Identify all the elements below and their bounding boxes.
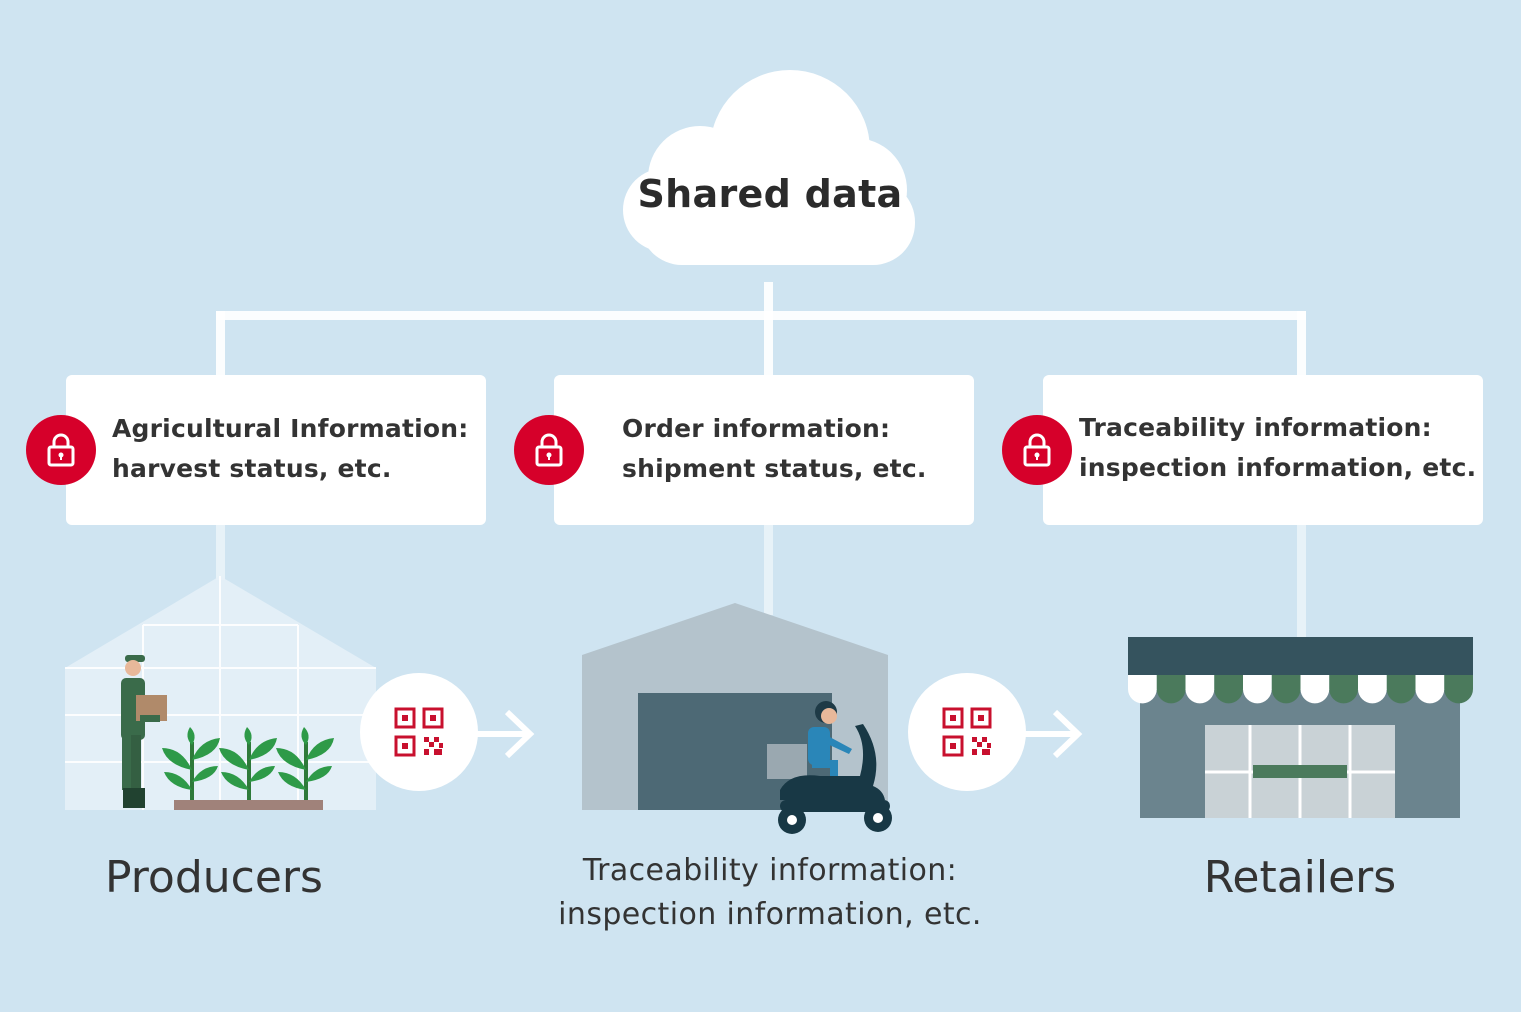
retailers-label: Retailers: [1203, 852, 1397, 903]
lock-icon: [26, 415, 96, 485]
scooter-icon: [767, 701, 892, 834]
plant-icons: [162, 727, 334, 800]
qr-code-icon: [360, 673, 478, 791]
lock-icon: [1002, 415, 1072, 485]
card-agricultural-line2: harvest status, etc.: [112, 454, 392, 483]
card-traceability-line1: Traceability information:: [1079, 413, 1432, 442]
farmer-icon: [121, 655, 167, 808]
cloud-icon: [623, 70, 915, 265]
awning-scallops: [1127, 675, 1473, 704]
arrow-right-icon: [1018, 709, 1083, 759]
qr-code-icon: [908, 673, 1026, 791]
card-order: Order information: shipment status, etc.: [554, 375, 974, 525]
warehouse-label-line2: inspection information, etc.: [558, 897, 982, 932]
card-traceability: Traceability information: inspection inf…: [1043, 375, 1483, 525]
card-agricultural-line1: Agricultural Information:: [112, 414, 469, 443]
lock-icon: [514, 415, 584, 485]
card-agricultural: Agricultural Information: harvest status…: [66, 375, 486, 525]
card-order-line2: shipment status, etc.: [622, 454, 927, 483]
arrow-right-icon: [470, 709, 535, 759]
producers-label: Producers: [105, 852, 323, 903]
cloud-title: Shared data: [637, 172, 903, 216]
card-order-line1: Order information:: [622, 414, 891, 443]
card-traceability-line2: inspection information, etc.: [1079, 453, 1477, 482]
warehouse-label-line1: Traceability information:: [582, 853, 958, 888]
